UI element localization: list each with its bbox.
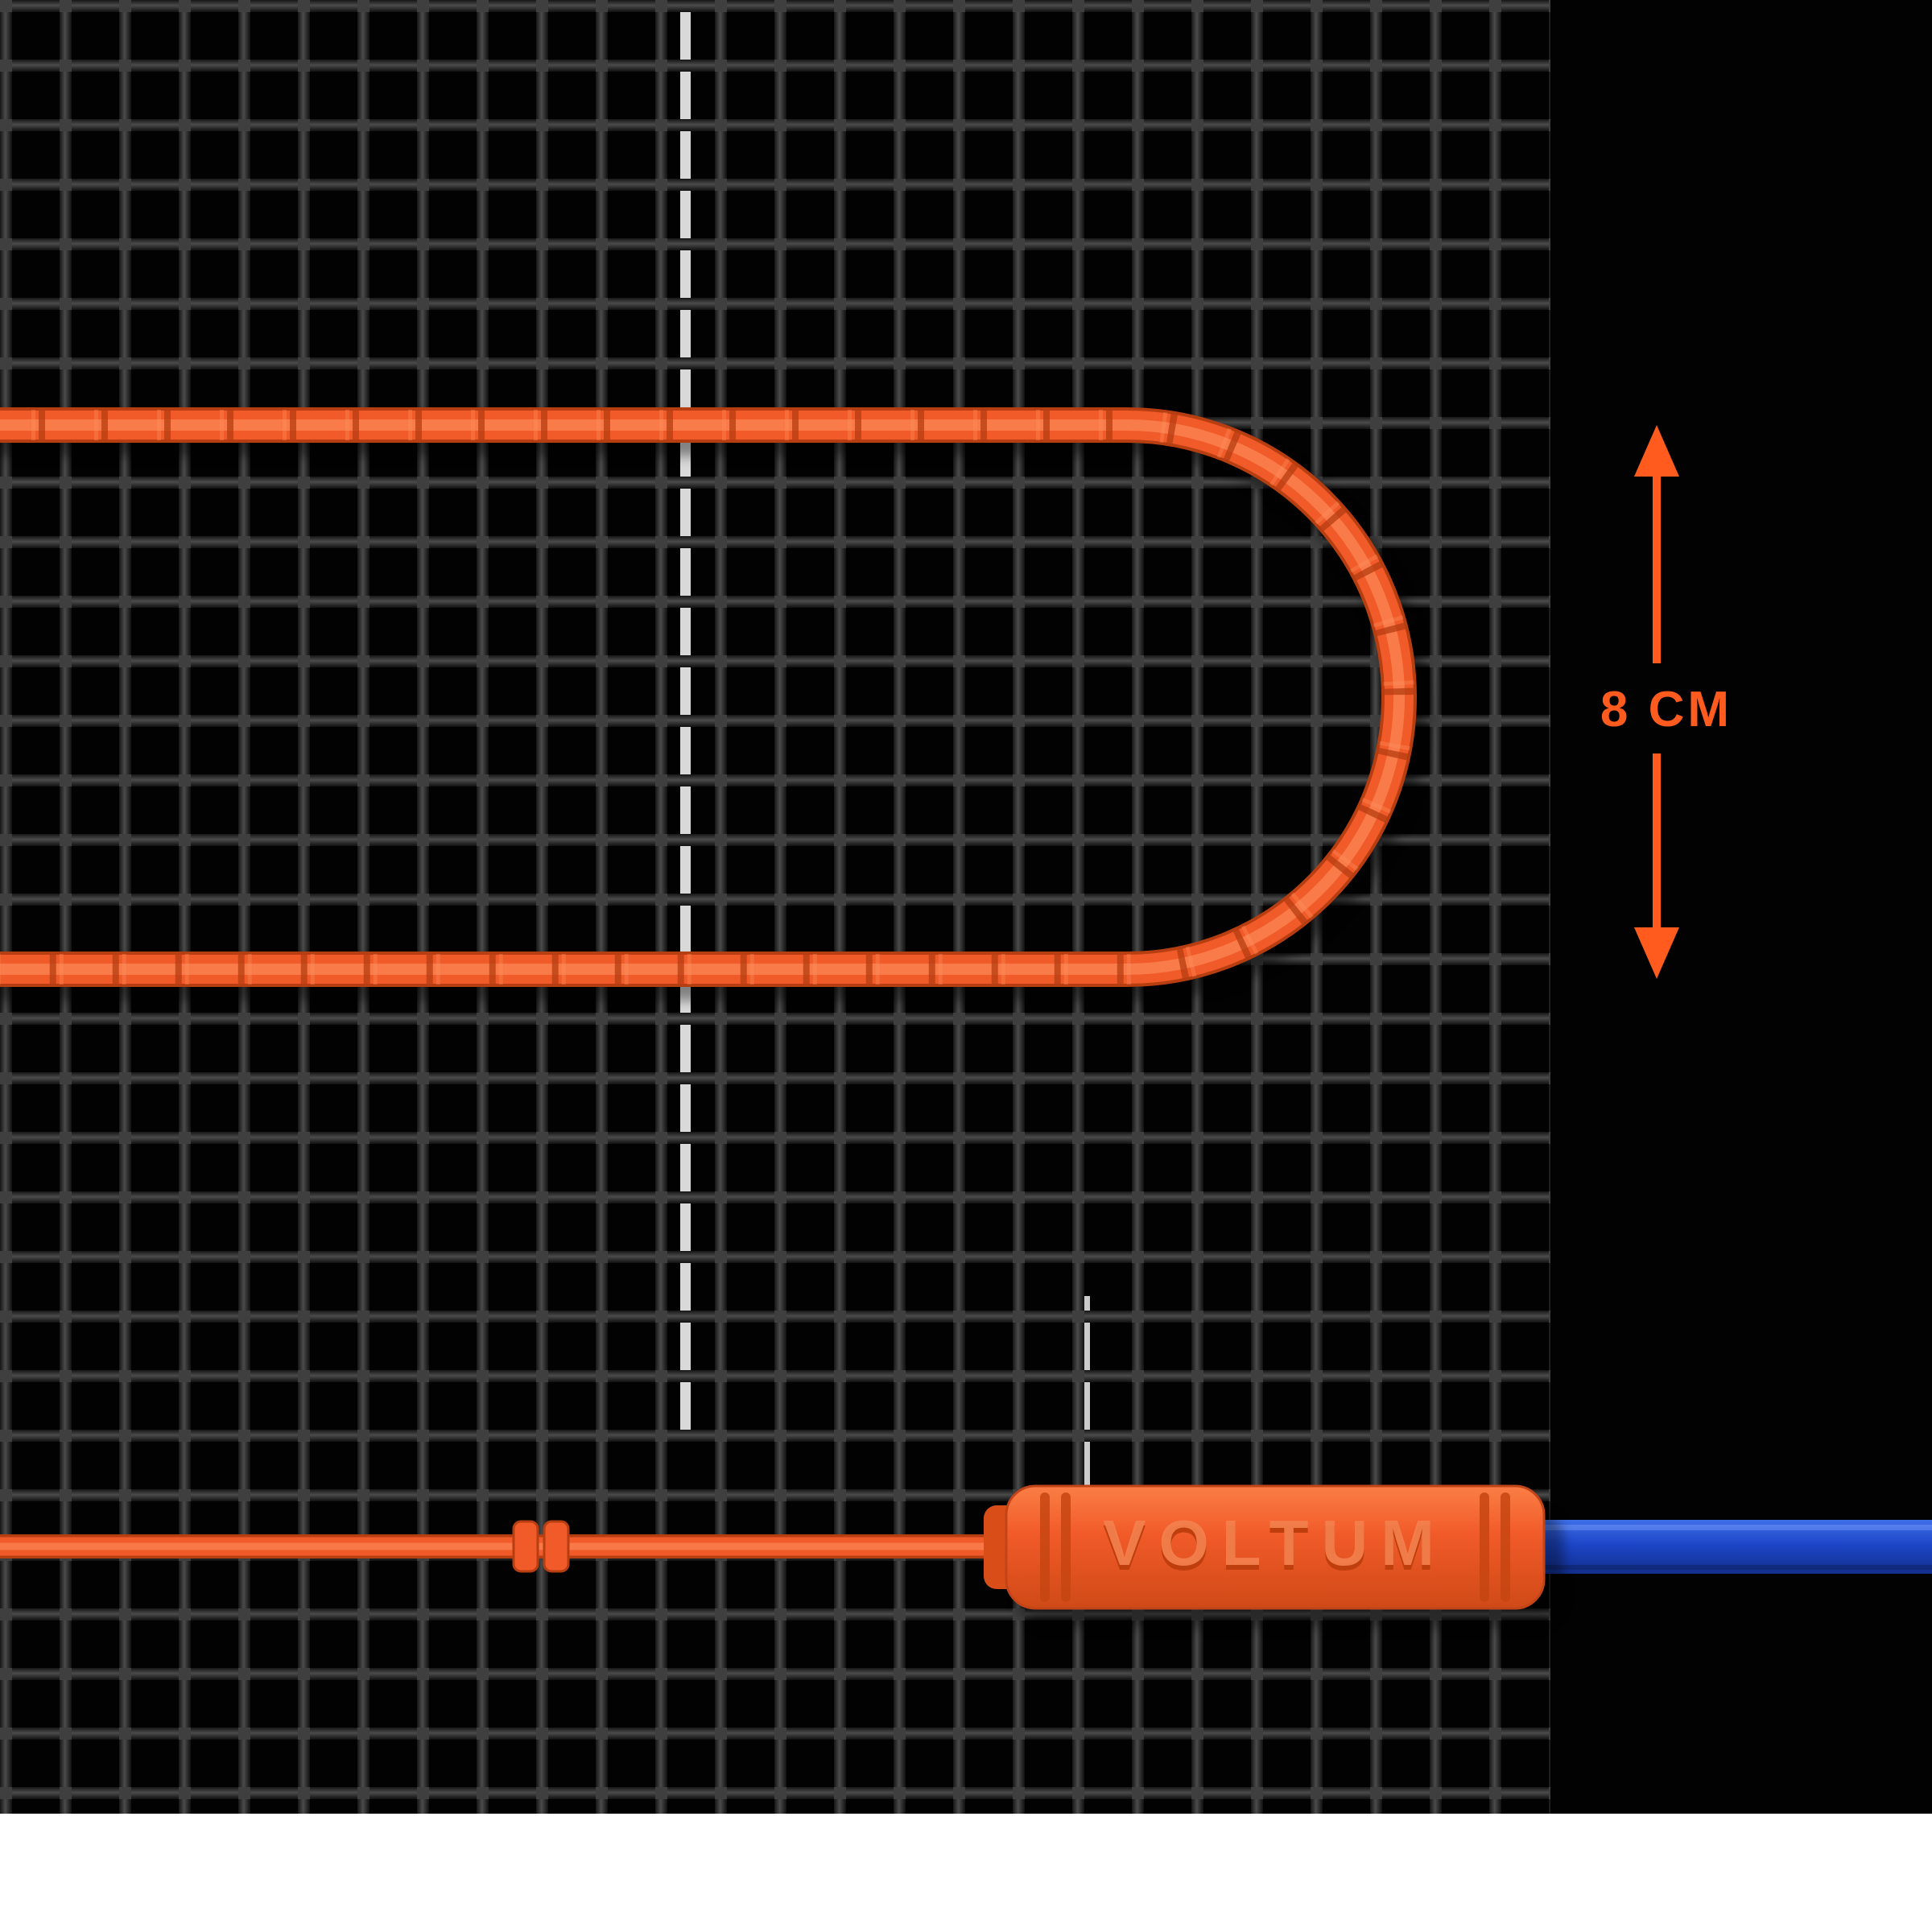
heating-cable-highlight	[0, 419, 1405, 975]
connector-sleeve: VOLTUM VOLTUM	[984, 1484, 1563, 1628]
connector-body	[1005, 1484, 1546, 1610]
connector-rib	[1061, 1492, 1071, 1602]
power-cord-highlight	[1513, 1525, 1932, 1530]
spacing-dimension: 8 CM	[1584, 425, 1748, 979]
power-cord-shadow-line	[1513, 1565, 1932, 1570]
cable-splice-clip	[512, 1520, 570, 1573]
connector-brand-label: VOLTUM	[1103, 1507, 1447, 1579]
heating-cable-loop	[0, 407, 1427, 1001]
heating-cable-wrap-sheen	[0, 410, 1414, 985]
power-cord-body	[1513, 1520, 1932, 1574]
power-cord	[1513, 1520, 1932, 1574]
dimension-label-backing	[1584, 663, 1748, 753]
arrow-up-icon	[1634, 425, 1679, 477]
clip-segment	[543, 1520, 570, 1573]
connector-rib	[1040, 1492, 1050, 1602]
arrow-down-icon	[1634, 927, 1679, 979]
connector-rib	[1480, 1492, 1489, 1602]
brand-label-emboss-shadow: VOLTUM	[1103, 1512, 1447, 1583]
spacing-label: 8 CM	[1600, 682, 1732, 737]
clip-segment	[512, 1520, 539, 1573]
connector-rib	[1501, 1492, 1510, 1602]
